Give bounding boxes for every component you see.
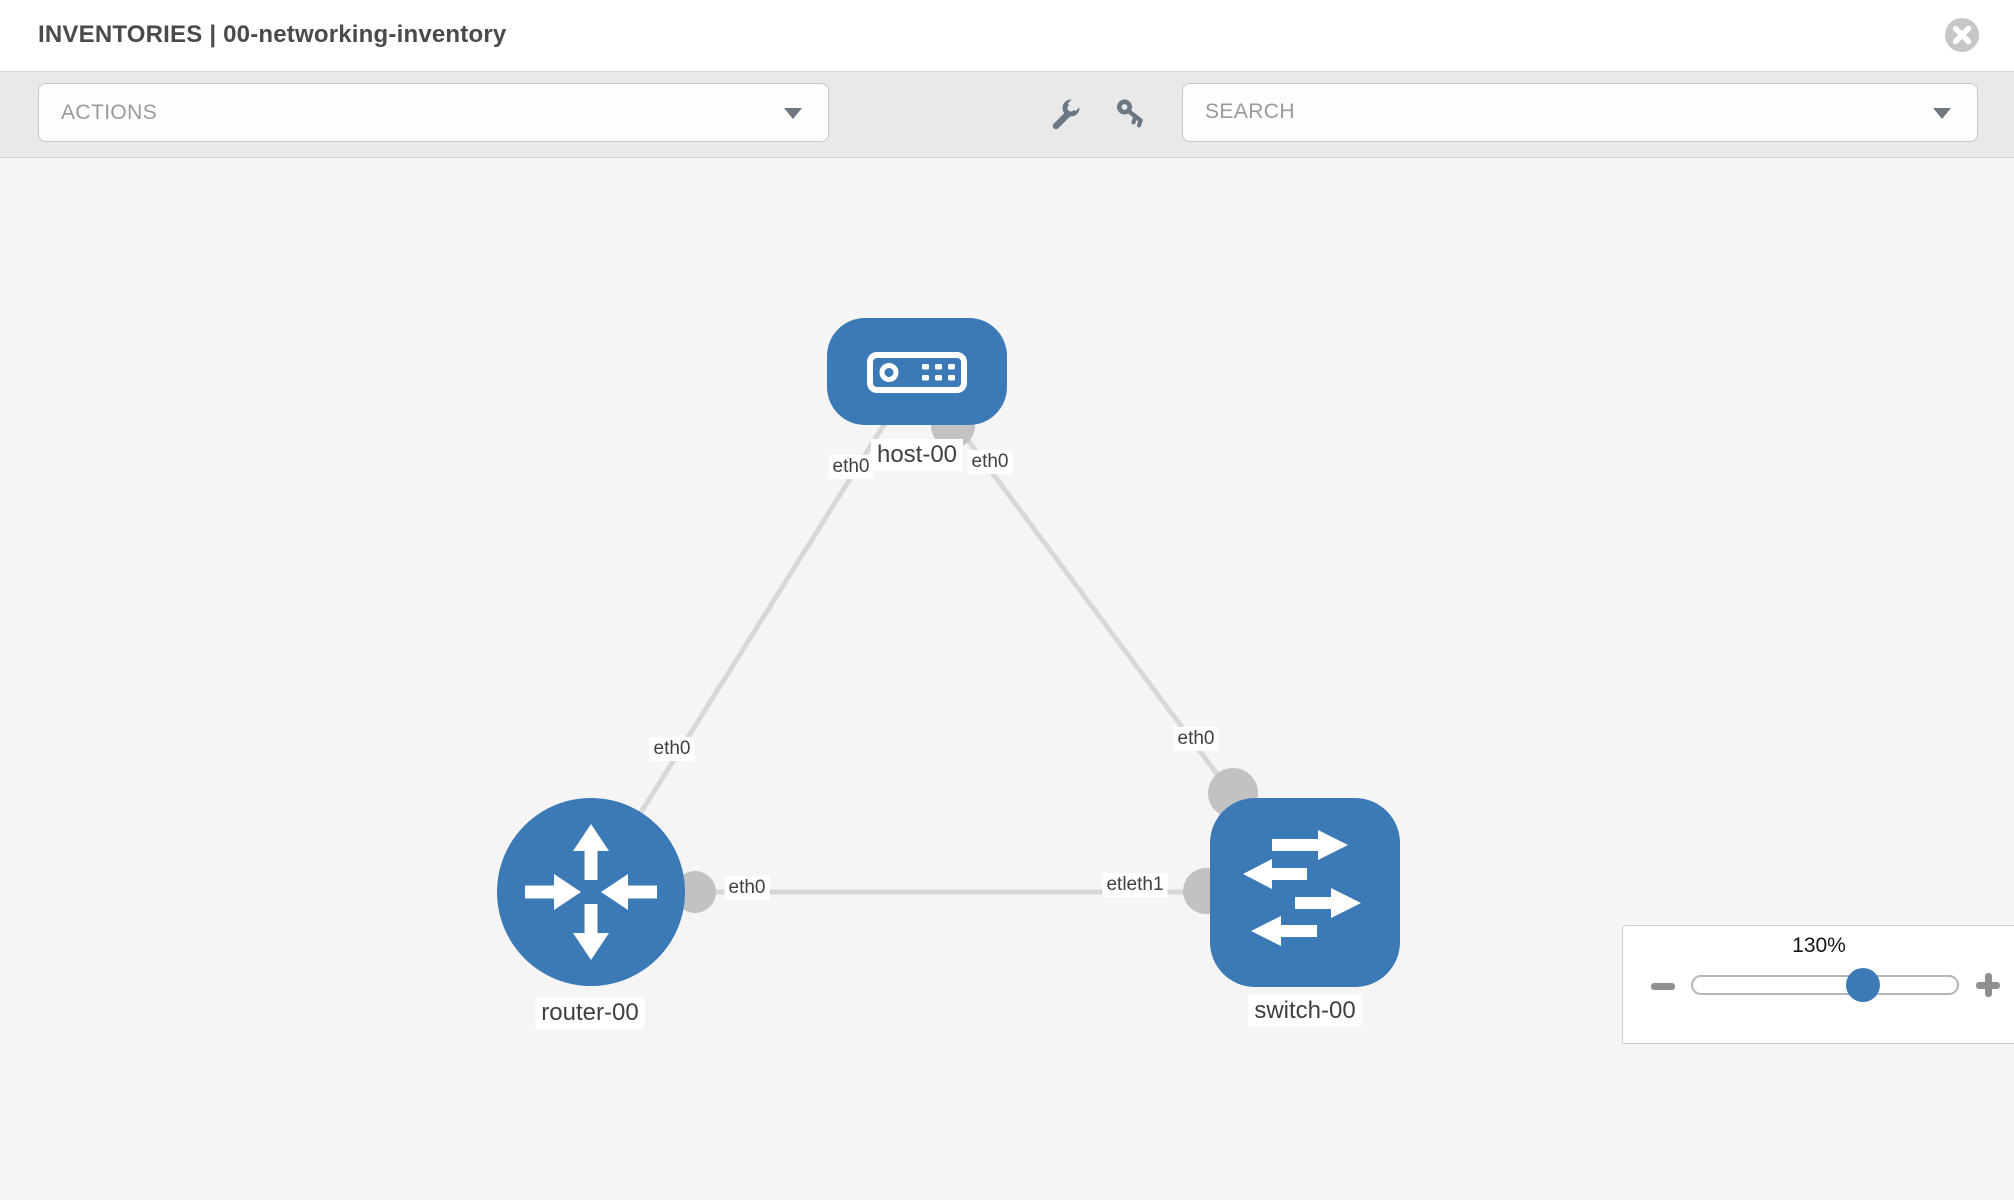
actions-dropdown[interactable]: ACTIONS	[38, 83, 829, 142]
iface-label-host-right: eth0	[967, 450, 1013, 474]
page-title: INVENTORIES | 00-networking-inventory	[38, 21, 507, 48]
zoom-in-button[interactable]	[1975, 972, 2001, 998]
toolbar: ACTIONS	[0, 72, 2014, 158]
wrench-button[interactable]	[1048, 95, 1084, 131]
wrench-icon	[1052, 95, 1084, 130]
chevron-down-icon	[784, 108, 802, 119]
key-icon	[1117, 99, 1143, 128]
search-input[interactable]	[1183, 84, 1904, 139]
search-combobox[interactable]	[1182, 83, 1978, 142]
zoom-slider-track[interactable]	[1691, 975, 1959, 995]
header: INVENTORIES | 00-networking-inventory	[0, 0, 2014, 72]
iface-label-router-right: eth0	[724, 876, 770, 900]
router-icon	[525, 824, 657, 960]
iface-label-switch-left: etleth1	[1102, 873, 1168, 897]
iface-label-switch-top: eth0	[1173, 727, 1219, 751]
zoom-level-label: 130%	[1792, 934, 1846, 957]
node-label-host: host-00	[870, 439, 964, 471]
actions-dropdown-label: ACTIONS	[61, 101, 158, 124]
node-label-switch: switch-00	[1248, 995, 1362, 1027]
key-button[interactable]	[1114, 97, 1148, 131]
switch-icon	[1243, 830, 1361, 946]
zoom-out-button[interactable]	[1651, 977, 1675, 995]
server-icon	[867, 352, 967, 393]
node-switch[interactable]	[1210, 798, 1400, 987]
zoom-panel: 130%	[1622, 925, 2014, 1044]
node-label-router: router-00	[535, 997, 645, 1029]
zoom-slider-thumb[interactable]	[1846, 968, 1880, 1002]
minus-icon	[1651, 983, 1675, 990]
close-button[interactable]	[1944, 17, 1980, 53]
interface-dot-router	[674, 871, 716, 913]
node-host[interactable]	[827, 318, 1007, 425]
chevron-down-icon	[1933, 108, 1951, 119]
node-router[interactable]	[497, 798, 685, 986]
close-icon	[1945, 18, 1979, 52]
iface-label-host-left: eth0	[828, 455, 874, 479]
iface-label-router-top: eth0	[649, 737, 695, 761]
